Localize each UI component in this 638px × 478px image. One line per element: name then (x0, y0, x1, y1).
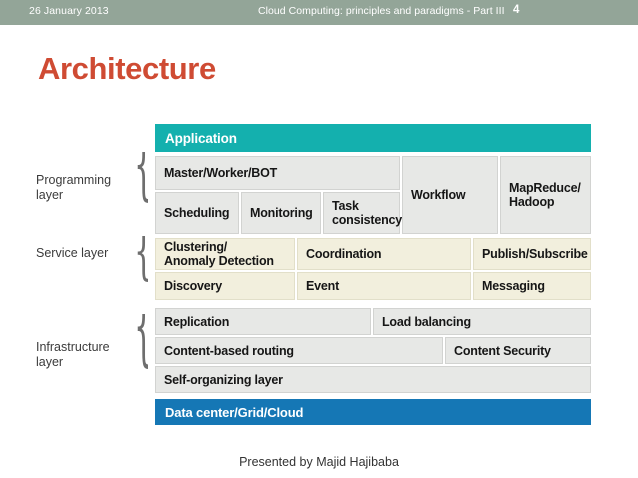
box-content-based-routing: Content-based routing (155, 337, 443, 364)
box-mapreduce-hadoop: MapReduce/ Hadoop (500, 156, 591, 234)
datacenter-bar: Data center/Grid/Cloud (155, 399, 591, 425)
layer-label-service: Service layer (36, 246, 109, 260)
box-replication: Replication (155, 308, 371, 335)
architecture-diagram: Programming layer Service layer Infrastr… (36, 118, 596, 436)
page-title: Architecture (38, 51, 216, 86)
footer-presenter-note: Presented by Majid Hajibaba (239, 455, 399, 469)
header-page-number: 4 (513, 4, 520, 16)
box-monitoring: Monitoring (241, 192, 321, 234)
brace-programming-icon: { (134, 152, 148, 230)
box-content-security: Content Security (445, 337, 591, 364)
box-load-balancing: Load balancing (373, 308, 591, 335)
layer-label-programming: Programming layer (36, 173, 112, 203)
box-workflow: Workflow (402, 156, 498, 234)
application-bar: Application (155, 124, 591, 152)
brace-infrastructure-icon: { (134, 314, 148, 400)
brace-service-icon: { (134, 236, 148, 298)
box-clustering-anomaly-detection: Clustering/ Anomaly Detection (155, 238, 295, 270)
layer-label-infrastructure: Infrastructure layer (36, 340, 110, 370)
box-coordination: Coordination (297, 238, 471, 270)
slide-header-bar: 26 January 2013 Cloud Computing: princip… (0, 0, 638, 25)
box-master-worker-bot: Master/Worker/BOT (155, 156, 400, 190)
box-scheduling: Scheduling (155, 192, 239, 234)
box-messaging: Messaging (473, 272, 591, 300)
box-task-consistency: Task consistency (323, 192, 402, 234)
box-publish-subscribe: Publish/Subscribe (473, 238, 591, 270)
header-date: 26 January 2013 (29, 5, 109, 17)
box-event: Event (297, 272, 471, 300)
header-underline (0, 25, 638, 28)
header-presentation-title: Cloud Computing: principles and paradigm… (258, 5, 505, 17)
box-self-organizing-layer: Self-organizing layer (155, 366, 591, 393)
box-discovery: Discovery (155, 272, 295, 300)
